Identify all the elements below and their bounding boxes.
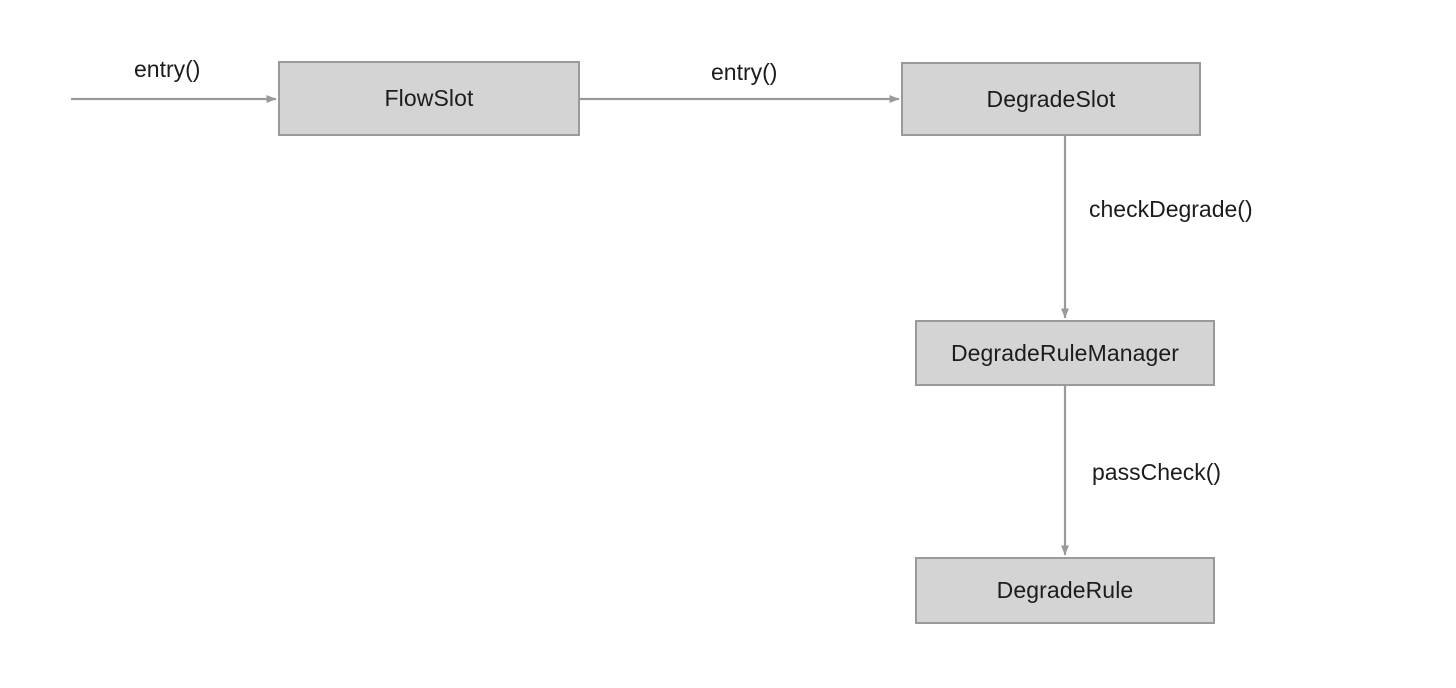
node-degradeslot[interactable]: DegradeSlot [901,62,1201,136]
edge-label-pass-check: passCheck() [1092,459,1222,485]
node-degradeslot-label: DegradeSlot [986,85,1116,112]
node-degraderule[interactable]: DegradeRule [915,557,1215,624]
node-degraderule-label: DegradeRule [996,577,1134,603]
edge-label-entry-flowslot-degradeslot: entry() [711,59,778,85]
node-flowslot-label: FlowSlot [384,85,474,111]
node-flowslot[interactable]: FlowSlot [278,61,580,136]
node-degraderulemanager-label: DegradeRuleManager [950,339,1180,366]
node-degraderulemanager[interactable]: DegradeRuleManager [915,320,1215,386]
edge-label-check-degrade: checkDegrade() [1089,196,1253,222]
edge-label-entry-inbound: entry() [134,56,201,82]
